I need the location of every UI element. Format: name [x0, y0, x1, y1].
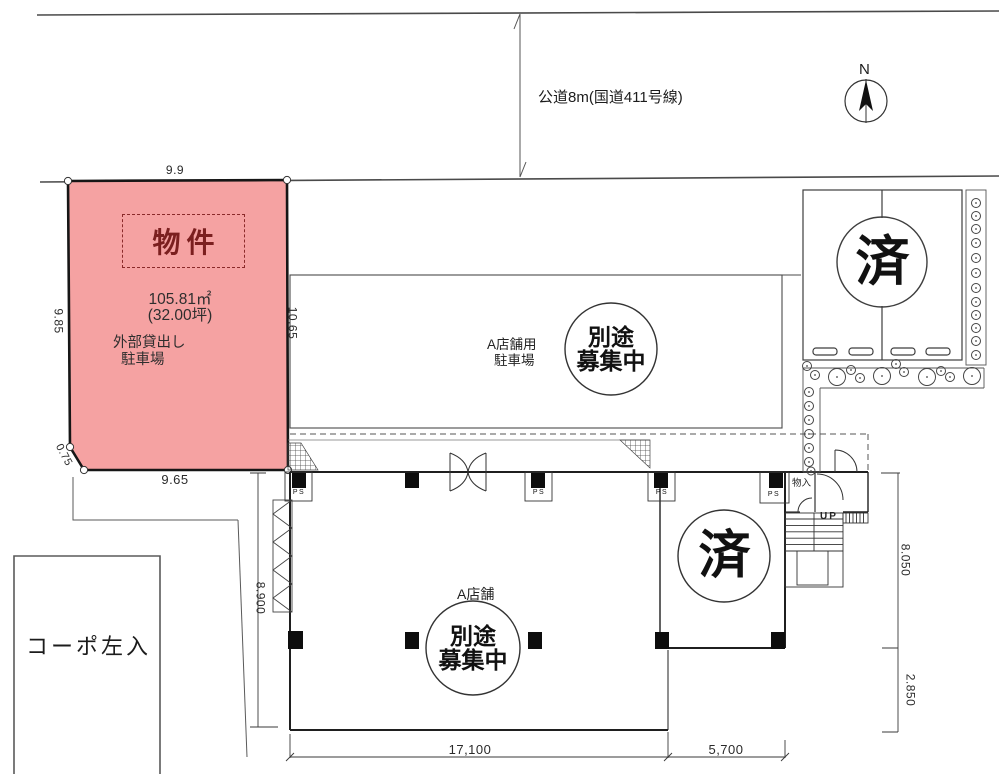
dim-store-depth: 8.900 [253, 581, 268, 615]
lot-boundary [72, 477, 248, 758]
compass-icon [844, 79, 888, 123]
neighbor-name: コーポ左入 [26, 634, 152, 659]
ps-label: PS [767, 491, 781, 498]
tenant-right-status: 済 [698, 526, 751, 585]
storage-label: 物入 [792, 478, 812, 489]
stairs [784, 512, 869, 588]
store-a-status-badge: 別途 募集中 [438, 622, 508, 673]
dim-top: 9.9 [165, 163, 185, 177]
compass-north-label: N [859, 61, 870, 78]
road-lines [36, 10, 1000, 183]
dim-right: 10.65 [285, 306, 300, 340]
property-area-tsubo: (32.00坪) [147, 307, 213, 324]
parking-top-right-status: 済 [855, 231, 910, 292]
dim-store-width: 17,100 [448, 742, 492, 757]
hatch-areas [287, 439, 651, 471]
columns [284, 471, 790, 649]
dimension-lines [250, 472, 900, 762]
parking-a-name-line2: 駐車場 [494, 353, 535, 368]
road-measure-line [513, 13, 527, 178]
parking-a-name-line1: A店舗用 [487, 337, 537, 352]
ps-label: PS [532, 489, 546, 496]
status-circles [425, 302, 771, 696]
property-parcel [63, 175, 293, 475]
double-door-icon [449, 452, 487, 492]
dim-tenant-width: 5,700 [708, 742, 744, 757]
ps-label: PS [655, 489, 669, 496]
property-area-sqm: 105.81㎡ [148, 291, 212, 308]
car-stoppers [812, 347, 951, 356]
dim-left: 9.85 [51, 308, 66, 334]
planting-strips [802, 189, 987, 476]
road-label: 公道8m(国道411号線) [538, 89, 683, 106]
entry-door-icons [797, 449, 858, 513]
property-title: 物件 [152, 227, 221, 258]
property-use-line2: 駐車場 [121, 352, 165, 368]
building-walls [289, 471, 869, 731]
boundary-dashed [290, 433, 869, 472]
property-title-box: 物件 [122, 214, 245, 268]
dim-bottom: 9.65 [161, 472, 189, 487]
parking-a-status-badge: 別途 募集中 [576, 323, 646, 374]
store-a-name: A店舗 [457, 586, 495, 602]
parking-lot-a-outline [289, 274, 801, 429]
dim-tenant-depth-upper: 8.050 [898, 543, 913, 577]
louver-strip [272, 499, 293, 613]
ps-label: PS [292, 489, 306, 496]
parking-top-right-outline [802, 189, 963, 361]
property-use-line1: 外部貸出し [113, 335, 186, 351]
dim-tenant-depth-lower: 2.850 [903, 673, 918, 707]
up-label: UP [820, 511, 838, 522]
neighbor-outline [13, 555, 161, 774]
